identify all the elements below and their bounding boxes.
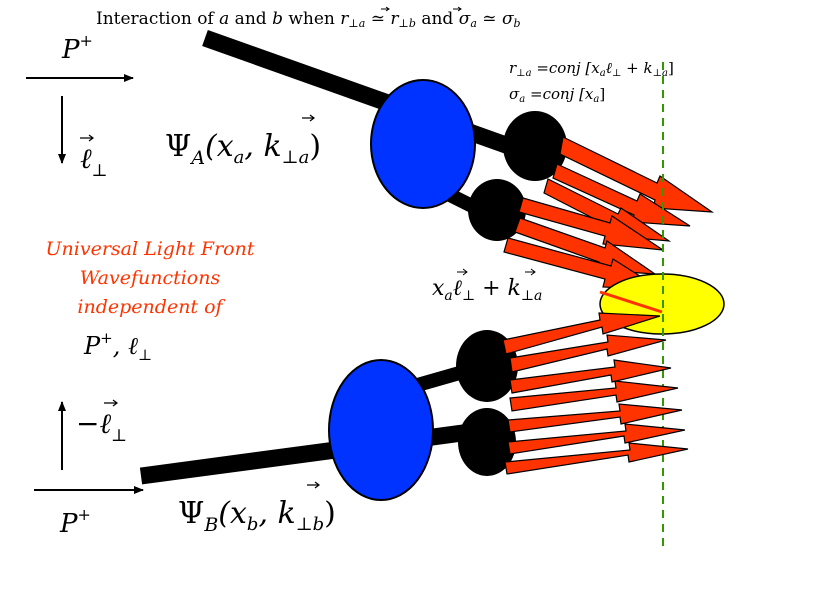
- quark-a2: [468, 179, 526, 241]
- parton-arrows-b2: [504, 380, 689, 475]
- parton-arrow: [507, 403, 683, 433]
- psi-a-label: ΨA(xa, k⊥a): [165, 129, 321, 169]
- ell-vector-arrow-icon: [457, 268, 468, 276]
- parton-arrow: [509, 334, 667, 373]
- universal-line-2: Wavefunctions: [80, 267, 221, 289]
- ell-perp-label-top: ℓ⊥: [80, 142, 108, 181]
- conj-formula-sigma: σa =conj [xa]: [509, 85, 605, 105]
- universal-statement: Universal Light Front Wavefunctions inde…: [46, 238, 255, 318]
- parton-arrow: [509, 359, 672, 394]
- parton-arrow: [509, 380, 679, 412]
- universal-line-1: Universal Light Front: [46, 238, 255, 260]
- diagram-title: Interaction of a and b when r⊥a ≃ r⊥b an…: [96, 9, 521, 30]
- k-vector-arrow-icon: [302, 114, 315, 122]
- quark-a1: [503, 111, 567, 181]
- k-vector-arrow-icon: [525, 268, 536, 276]
- parton-arrow: [559, 136, 715, 213]
- ell-vector-arrow-icon: [80, 134, 94, 142]
- independent-of-variables: P+, ℓ⊥: [83, 329, 152, 364]
- title-vector-arrow-icon: [453, 6, 462, 12]
- ell-vector-arrow-icon: [104, 399, 118, 407]
- title-vector-arrow-icon: [381, 6, 390, 12]
- parton-arrow: [502, 312, 661, 355]
- parton-arrow: [552, 163, 691, 227]
- hadron-b-blob: [328, 359, 434, 501]
- parton-arrow: [504, 442, 689, 475]
- quark-b2: [458, 408, 516, 476]
- psi-b-label: ΨB(xb, k⊥b): [178, 496, 336, 536]
- transverse-momentum-label: xaℓ⊥ + k⊥a: [432, 276, 542, 304]
- parton-arrows-a1: [543, 136, 715, 242]
- hadron-a-blob: [370, 79, 476, 209]
- k-vector-arrow-icon: [307, 481, 320, 489]
- arrow-into-overlap: [599, 290, 663, 314]
- conj-formula-r: r⊥a =conj [xaℓ⊥ + k⊥a]: [509, 59, 674, 79]
- quark-b1: [456, 330, 518, 402]
- minus-ell-perp-label: −ℓ⊥: [76, 407, 127, 446]
- parton-arrows-a2: [503, 197, 665, 291]
- universal-line-3: independent of: [77, 296, 225, 318]
- p-plus-label-top: P+: [61, 31, 93, 65]
- parton-arrow: [518, 197, 664, 251]
- p-plus-label-bottom: P+: [59, 505, 91, 539]
- parton-arrows-b1: [502, 312, 672, 394]
- parton-arrow: [507, 423, 686, 455]
